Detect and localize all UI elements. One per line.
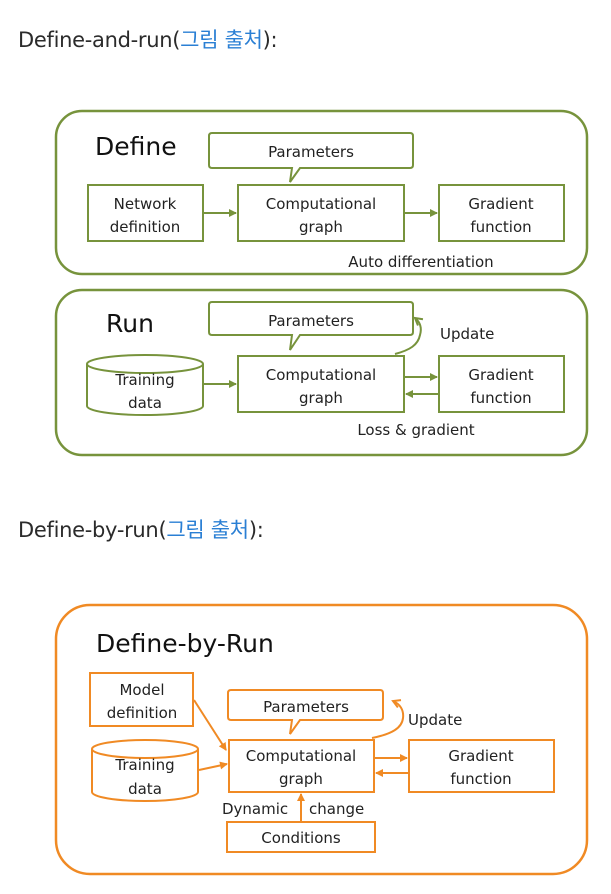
training-data-line1: Training	[114, 756, 174, 774]
conditions-box	[226, 821, 376, 853]
computational-graph-line1: Computational	[246, 747, 356, 765]
conditions-label: Conditions	[261, 829, 341, 847]
computational-graph-line2: graph	[299, 389, 343, 407]
computational-graph-line1: Computational	[266, 195, 376, 213]
training-data-line1: Training	[114, 371, 174, 389]
parameters-label: Parameters	[263, 698, 349, 716]
computational-graph-box	[228, 739, 375, 793]
gradient-function-line2: function	[470, 218, 531, 236]
arrow-model-to-graph	[193, 699, 227, 751]
gradient-function-box	[438, 355, 565, 413]
gradient-function-line2: function	[470, 389, 531, 407]
parameters-label: Parameters	[268, 312, 354, 330]
loss-gradient-label: Loss & gradient	[357, 421, 474, 439]
model-definition-box	[89, 672, 194, 727]
gradient-function-line1: Gradient	[448, 747, 513, 765]
network-definition-line1: Network	[114, 195, 177, 213]
update-arrow	[394, 318, 421, 355]
change-label: change	[309, 800, 364, 818]
computational-graph-box	[237, 355, 405, 413]
section-heading-define-by-run: Define-by-run(그림 출처):	[18, 514, 264, 544]
paren-close: ):	[262, 28, 278, 52]
parameters-callout	[208, 132, 414, 183]
heading-text: Define-by-run	[18, 518, 159, 542]
figure-source-link[interactable]: 그림 출처	[180, 28, 263, 52]
section-heading-define-and-run: Define-and-run(그림 출처):	[18, 24, 278, 54]
paren-open: (	[172, 28, 181, 52]
gradient-function-line1: Gradient	[468, 195, 533, 213]
update-label: Update	[408, 711, 462, 729]
paren-close: ):	[248, 518, 264, 542]
gradient-function-line2: function	[450, 770, 511, 788]
model-definition-line2: definition	[107, 704, 178, 722]
computational-graph-line2: graph	[299, 218, 343, 236]
define-and-run-diagram: Define Parameters Network definition Com…	[54, 109, 589, 457]
define-by-run-title: Define-by-Run	[96, 629, 274, 658]
parameters-callout	[208, 301, 414, 351]
training-data-line2: data	[128, 780, 162, 798]
heading-text: Define-and-run	[18, 28, 173, 52]
training-data-cylinder	[86, 354, 204, 416]
training-data-cylinder	[91, 739, 199, 802]
network-definition-line2: definition	[110, 218, 181, 236]
auto-diff-label: Auto differentiation	[348, 253, 493, 271]
gradient-function-box	[408, 739, 555, 793]
parameters-label: Parameters	[268, 143, 354, 161]
update-arrow	[371, 701, 405, 739]
paren-open: (	[158, 518, 167, 542]
update-label: Update	[440, 325, 494, 343]
define-by-run-diagram: Define-by-Run Model definition Training …	[54, 603, 589, 876]
define-title: Define	[95, 132, 177, 161]
model-definition-line1: Model	[119, 681, 164, 699]
training-data-line2: data	[128, 394, 162, 412]
figure-source-link[interactable]: 그림 출처	[166, 518, 249, 542]
computational-graph-line2: graph	[279, 770, 323, 788]
dynamic-label: Dynamic	[222, 800, 288, 818]
arrow-data-to-graph	[198, 761, 228, 771]
network-definition-box	[87, 184, 204, 242]
computational-graph-box	[237, 184, 405, 242]
computational-graph-line1: Computational	[266, 366, 376, 384]
gradient-function-box	[438, 184, 565, 242]
gradient-function-line1: Gradient	[468, 366, 533, 384]
run-title: Run	[106, 309, 154, 338]
parameters-callout	[227, 689, 384, 735]
